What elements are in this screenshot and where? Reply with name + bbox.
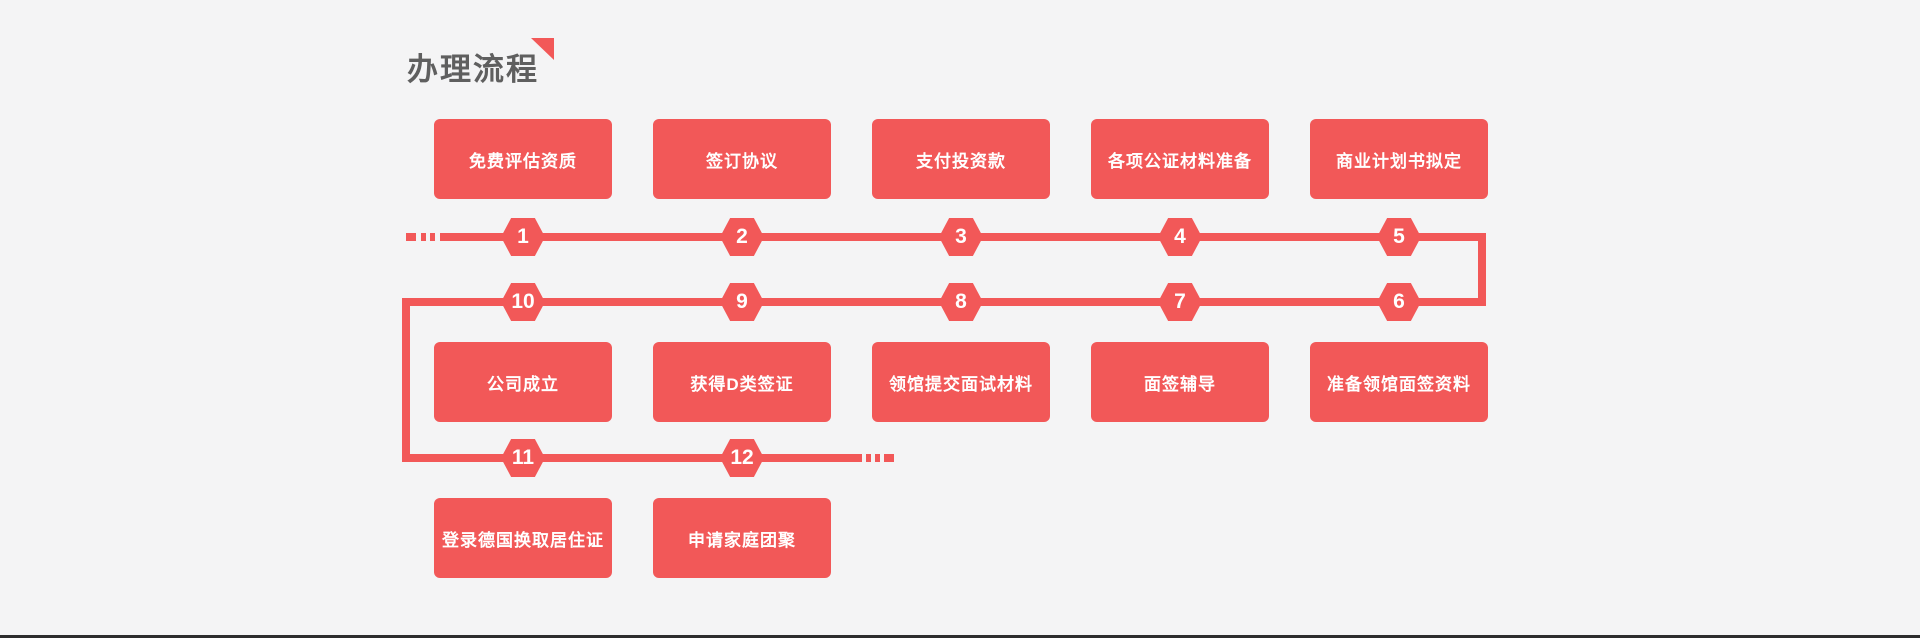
hex-node-2: 2 bbox=[720, 218, 764, 256]
track-start-dash-square bbox=[406, 233, 416, 241]
step-box-2: 签订协议 bbox=[653, 119, 831, 199]
track-line-row3 bbox=[402, 454, 862, 462]
hex-node-8: 8 bbox=[939, 283, 983, 321]
hex-node-7: 7 bbox=[1158, 283, 1202, 321]
step-box-10: 公司成立 bbox=[434, 342, 612, 422]
step-box-5: 商业计划书拟定 bbox=[1310, 119, 1488, 199]
track-start-dash-2 bbox=[430, 233, 435, 241]
hex-node-3: 3 bbox=[939, 218, 983, 256]
hex-node-10: 10 bbox=[501, 283, 545, 321]
hex-node-5: 5 bbox=[1377, 218, 1421, 256]
hex-node-4: 4 bbox=[1158, 218, 1202, 256]
track-connector-left bbox=[402, 298, 410, 462]
step-box-7: 面签辅导 bbox=[1091, 342, 1269, 422]
bottom-dark-bar bbox=[0, 635, 1920, 638]
hex-node-11: 11 bbox=[501, 439, 545, 477]
step-box-12: 申请家庭团聚 bbox=[653, 498, 831, 578]
hex-node-6: 6 bbox=[1377, 283, 1421, 321]
step-box-6: 准备领馆面签资料 bbox=[1310, 342, 1488, 422]
step-box-3: 支付投资款 bbox=[872, 119, 1050, 199]
step-box-4: 各项公证材料准备 bbox=[1091, 119, 1269, 199]
track-end-dash-1 bbox=[866, 454, 871, 462]
track-end-dash-2 bbox=[875, 454, 880, 462]
hex-node-1: 1 bbox=[501, 218, 545, 256]
track-connector-right bbox=[1478, 233, 1486, 306]
step-box-8: 领馆提交面试材料 bbox=[872, 342, 1050, 422]
step-box-1: 免费评估资质 bbox=[434, 119, 612, 199]
hex-node-12: 12 bbox=[720, 439, 764, 477]
hex-node-9: 9 bbox=[720, 283, 764, 321]
step-box-11: 登录德国换取居住证 bbox=[434, 498, 612, 578]
page-title: 办理流程 bbox=[407, 52, 539, 87]
track-start-dash-1 bbox=[421, 233, 426, 241]
track-end-dash-square bbox=[884, 454, 894, 462]
step-box-9: 获得D类签证 bbox=[653, 342, 831, 422]
